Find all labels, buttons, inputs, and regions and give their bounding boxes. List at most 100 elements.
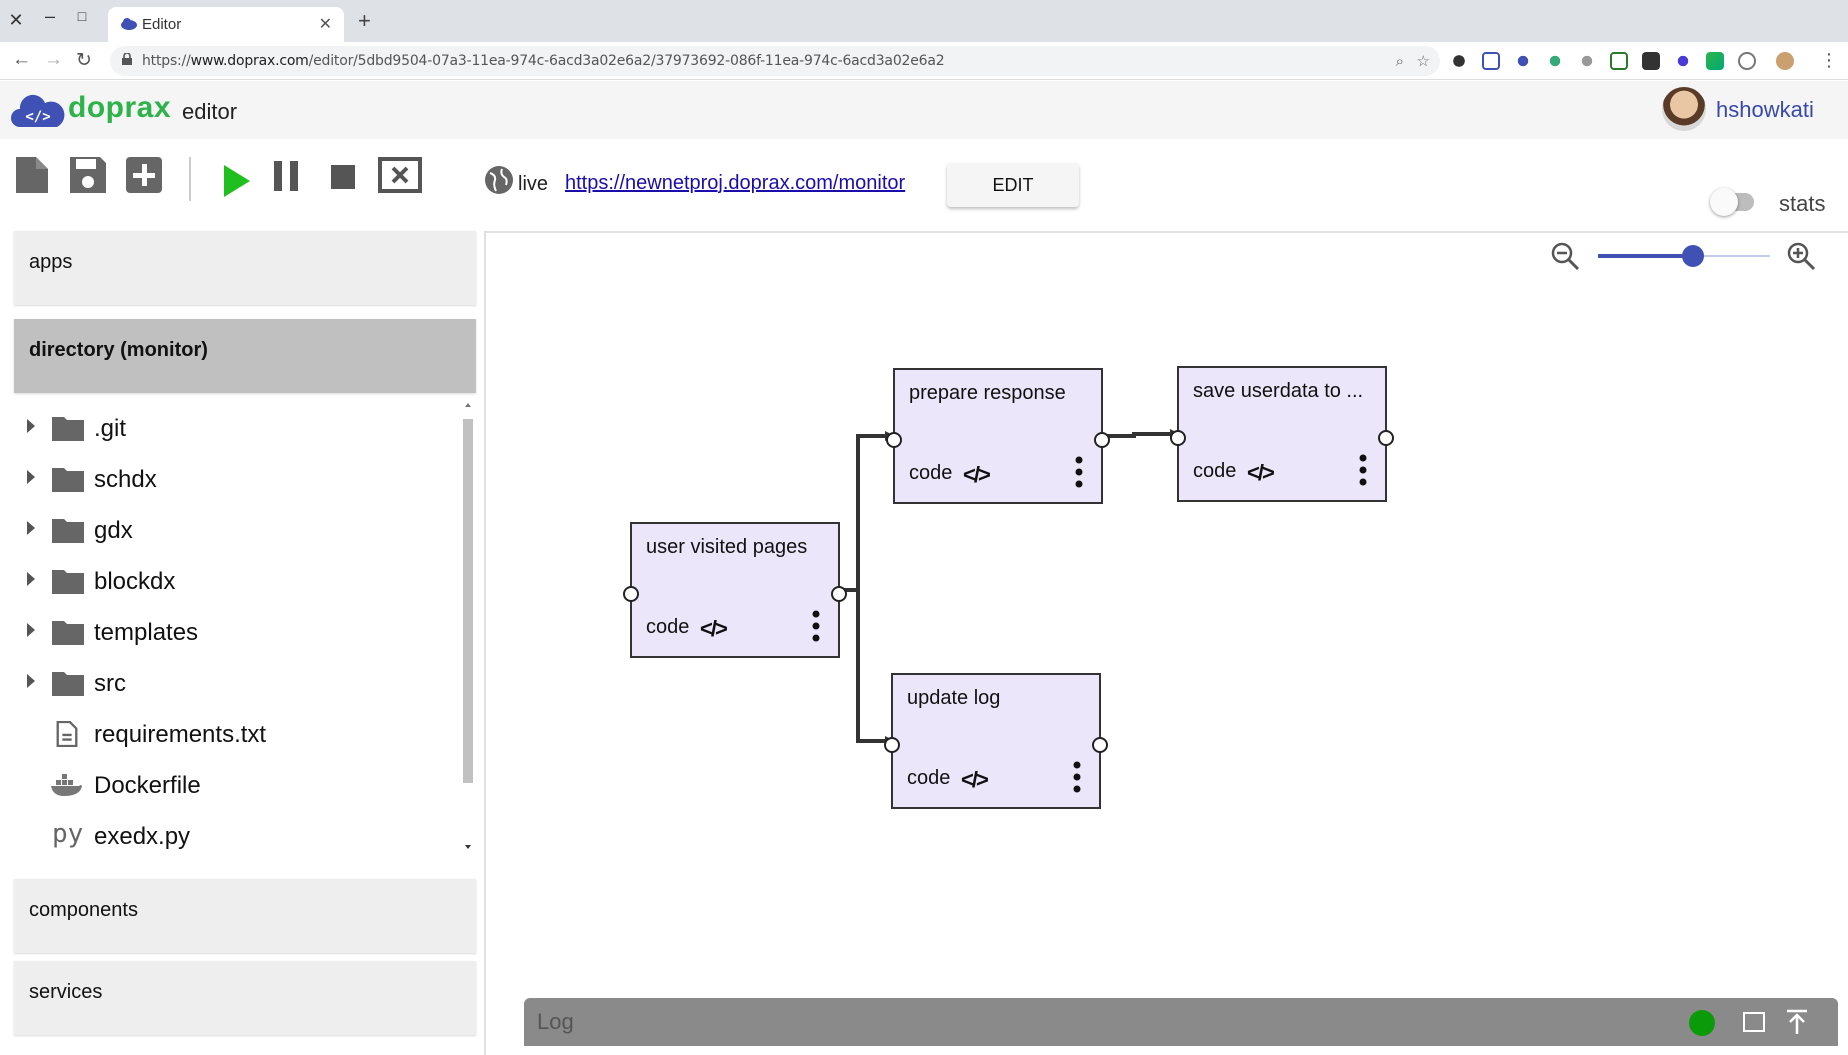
window-minimize-icon[interactable]: – [44,6,55,26]
tree-item-blockdx[interactable]: blockdx [14,556,454,607]
extension-icon[interactable] [1450,52,1468,70]
extension-icon[interactable] [1642,52,1660,70]
forward-icon[interactable]: → [44,49,63,70]
extension-icon[interactable] [1514,52,1532,70]
extension-icon[interactable] [1578,52,1596,70]
node-menu-icon[interactable] [1359,454,1367,486]
tab-close-icon[interactable]: ✕ [318,16,332,33]
code-icon[interactable]: </> [1247,460,1275,485]
tree-item-requirements[interactable]: requirements.txt [14,709,454,760]
window-close-icon[interactable]: ✕ [8,10,24,30]
save-icon[interactable] [68,155,108,195]
edit-button[interactable]: EDIT [947,163,1079,207]
expand-caret-icon[interactable] [27,521,35,535]
tab-title: Editor [142,16,182,33]
address-bar[interactable]: https://www.doprax.com/editor/5dbd9504-0… [110,46,1440,76]
live-url-link[interactable]: https://newnetproj.doprax.com/monitor [565,172,906,194]
node-menu-icon[interactable] [1075,456,1083,488]
flow-node-prepare-response[interactable]: prepare response code </> [886,368,1110,504]
toolbar-divider [189,157,191,201]
close-window-icon[interactable] [378,155,422,195]
browser-menu-icon[interactable]: ⋮ [1820,50,1838,70]
input-port[interactable] [1170,430,1186,446]
extension-icon[interactable] [1482,52,1500,70]
expand-caret-icon[interactable] [27,470,35,484]
tree-item-templates[interactable]: templates [14,607,454,658]
input-port[interactable] [886,432,902,448]
expand-caret-icon[interactable] [27,623,35,637]
extension-icon[interactable] [1546,52,1564,70]
expand-up-icon[interactable] [1784,1008,1810,1036]
sidebar: apps directory (monitor) .git schdx gdx … [14,231,476,1055]
folder-icon [52,621,84,645]
zoom-slider-thumb[interactable] [1681,245,1704,267]
extension-icon[interactable] [1610,52,1628,70]
tree-item-src[interactable]: src [14,658,454,709]
node-code-link[interactable]: code [1193,460,1237,482]
input-port[interactable] [623,586,639,602]
expand-caret-icon[interactable] [27,419,35,433]
expand-caret-icon[interactable] [27,674,35,688]
scroll-down-icon[interactable] [465,845,471,849]
zoom-out-icon[interactable] [1550,241,1580,271]
expand-caret-icon[interactable] [27,572,35,586]
apps-panel[interactable]: apps [14,231,476,305]
file-tree: .git schdx gdx blockdx templates src [14,401,476,853]
browser-tab[interactable]: Editor ✕ [108,7,344,42]
user-avatar[interactable] [1662,87,1706,131]
doprax-logo-icon[interactable]: </> [10,93,66,129]
directory-panel[interactable]: directory (monitor) [14,319,476,393]
stats-toggle-knob[interactable] [1710,188,1738,216]
zoom-icon[interactable]: ⌕ [1395,53,1405,70]
flow-node-save-userdata[interactable]: save userdata to ... code </> [1170,366,1394,502]
log-panel[interactable]: Log [524,998,1838,1046]
components-panel[interactable]: components [14,879,476,953]
tree-scrollbar[interactable] [462,403,474,851]
extension-icon[interactable] [1674,52,1692,70]
node-code-link[interactable]: code [909,462,953,484]
stop-icon[interactable] [323,157,363,197]
play-icon[interactable] [216,161,256,201]
bookmark-star-icon[interactable]: ☆ [1416,53,1430,70]
tree-item-gdx[interactable]: gdx [14,505,454,556]
node-title: user visited pages [646,536,808,558]
folder-icon [52,672,84,696]
logo-text[interactable]: doprax [68,91,172,124]
username-link[interactable]: hshowkati [1716,97,1814,122]
tree-item-schdx[interactable]: schdx [14,454,454,505]
node-code-link[interactable]: code [646,616,690,638]
new-tab-icon[interactable]: + [358,8,371,33]
zoom-in-icon[interactable] [1786,241,1816,271]
tree-item-exedx[interactable]: py exedx.py [14,811,454,853]
tree-item-dockerfile[interactable]: Dockerfile [14,760,454,811]
output-port[interactable] [1378,430,1394,446]
code-icon[interactable]: </> [963,462,991,487]
flow-node-update-log[interactable]: update log code </> [884,673,1108,809]
output-port[interactable] [831,586,847,602]
node-menu-icon[interactable] [1073,761,1081,793]
editor-toolbar: live https://newnetproj.doprax.com/monit… [0,139,1848,231]
node-code-link[interactable]: code [907,767,951,789]
extension-icon[interactable] [1706,52,1724,70]
scroll-up-icon[interactable] [465,403,471,407]
tree-item-git[interactable]: .git [14,403,454,454]
input-port[interactable] [884,737,900,753]
scrollbar-thumb[interactable] [463,419,473,783]
add-icon[interactable] [124,155,164,195]
flow-node-user-visited-pages[interactable]: user visited pages code </> [623,522,847,658]
window-maximize-icon[interactable]: □ [77,8,87,24]
code-icon[interactable]: </> [961,767,989,792]
maximize-icon[interactable] [1743,1012,1765,1032]
extension-icon[interactable] [1738,52,1756,70]
new-file-icon[interactable] [12,155,52,195]
code-icon[interactable]: </> [700,616,728,641]
reload-icon[interactable]: ↻ [76,50,92,71]
profile-avatar-icon[interactable] [1776,52,1794,70]
output-port[interactable] [1092,737,1108,753]
pause-icon[interactable] [266,157,306,197]
node-menu-icon[interactable] [812,610,820,642]
output-port[interactable] [1094,432,1110,448]
back-icon[interactable]: ← [12,49,31,70]
tree-item-label: .git [94,415,127,442]
services-panel[interactable]: services [14,961,476,1035]
